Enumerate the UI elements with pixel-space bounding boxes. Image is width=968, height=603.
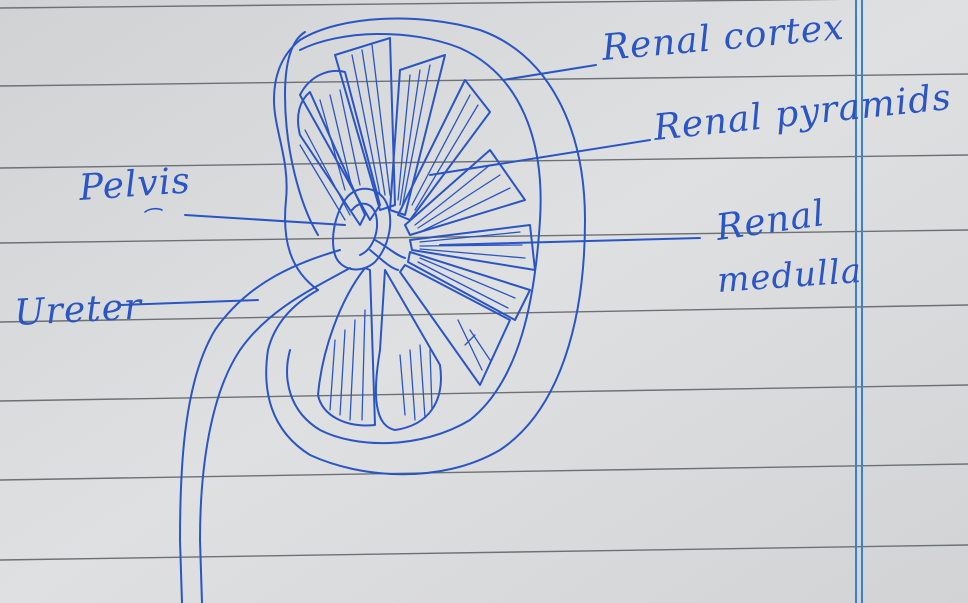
label-ureter: Ureter [13,286,144,334]
label-pelvis: Pelvis [77,160,192,209]
